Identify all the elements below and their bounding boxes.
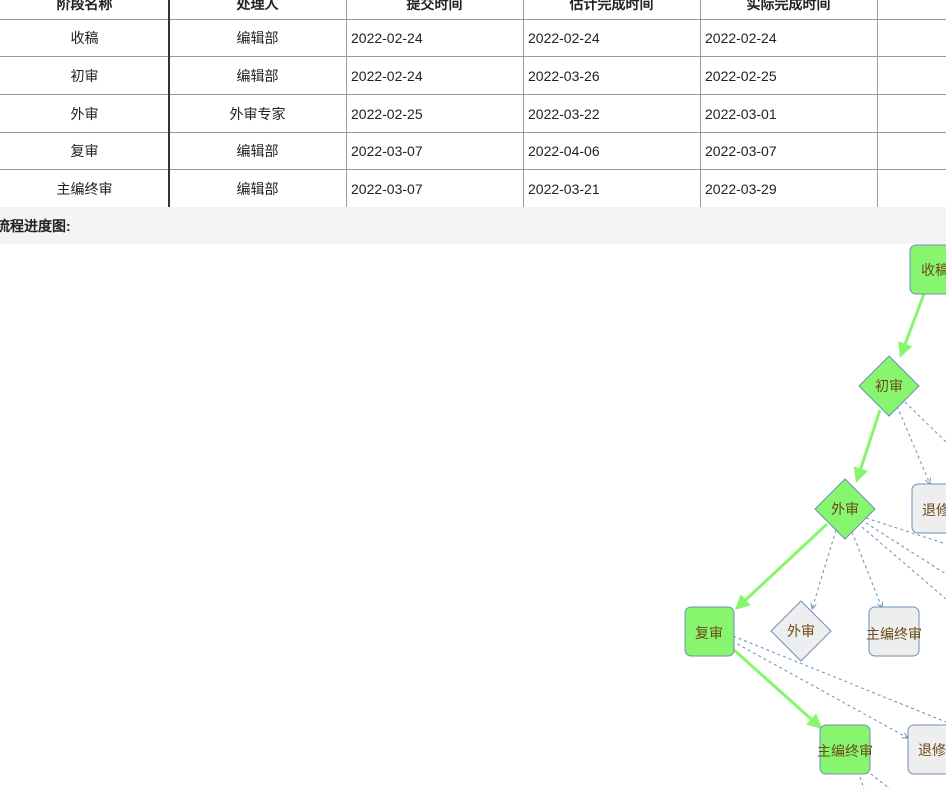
handler-cell: 编辑部 (236, 180, 279, 197)
handler-cell: 编辑部 (236, 67, 279, 84)
workflow-diagram: 收稿 初审 退修 外审 复审 外审 主编终审 主编终审 (0, 244, 946, 789)
edge-waishen-offscreen-1 (865, 517, 946, 545)
stage-name-cell: 初审 (70, 67, 99, 84)
extra-cell (877, 95, 946, 132)
node-label: 收稿 (921, 262, 946, 278)
column-header (877, 0, 946, 19)
edge-chushen-offscreen (904, 401, 946, 443)
submit-date-cell: 2022-03-07 (351, 180, 423, 197)
submit-date-cell: 2022-02-24 (351, 67, 423, 84)
actual-date-cell: 2022-03-29 (705, 180, 777, 197)
node-waishen-pending[interactable]: 外审 (770, 600, 832, 662)
edge-chushen-tuixiu (896, 405, 930, 484)
estimated-date-cell: 2022-02-24 (528, 29, 600, 46)
node-waishen[interactable]: 外审 (814, 478, 876, 540)
column-header: 估计完成时间 (569, 0, 654, 12)
handler-cell: 编辑部 (236, 142, 279, 159)
table-row: 主编终审 编辑部 2022-03-07 2022-03-21 2022-03-2… (0, 170, 946, 207)
section-header: 流程进度图: (0, 207, 946, 244)
table-row: 外审 外审专家 2022-02-25 2022-03-22 2022-03-01 (0, 95, 946, 133)
edge-waishen-waishen (812, 529, 837, 609)
extra-cell (877, 19, 946, 56)
column-divider (168, 0, 170, 207)
table-row: 复审 编辑部 2022-03-07 2022-04-06 2022-03-07 (0, 132, 946, 170)
extra-cell (877, 132, 946, 169)
edge-zhubian-offscreen (865, 769, 891, 789)
node-tuixiu-2[interactable]: 退修 (907, 724, 946, 775)
estimated-date-cell: 2022-03-22 (528, 105, 600, 122)
handler-cell: 编辑部 (236, 29, 279, 46)
section-title: 流程进度图: (0, 217, 71, 234)
node-fushen[interactable]: 复审 (684, 606, 735, 657)
actual-date-cell: 2022-02-25 (705, 67, 777, 84)
column-divider (877, 0, 878, 207)
extra-cell (877, 170, 946, 207)
column-header: 实际完成时间 (746, 0, 831, 12)
estimated-date-cell: 2022-04-06 (528, 142, 600, 159)
table-row: 收稿 编辑部 2022-02-24 2022-02-24 2022-02-24 (0, 19, 946, 57)
edge-shougao-chushen (898, 293, 926, 358)
node-label: 主编终审 (866, 626, 922, 642)
node-label: 初审 (875, 378, 903, 394)
submit-date-cell: 2022-02-25 (351, 105, 423, 122)
node-zhubian-pending[interactable]: 主编终审 (866, 606, 922, 657)
main-flow-edges (732, 293, 926, 730)
extra-cell (877, 57, 946, 94)
node-label: 复审 (695, 625, 723, 641)
estimated-date-cell: 2022-03-21 (528, 180, 600, 197)
actual-date-cell: 2022-03-01 (705, 105, 777, 122)
node-chushen[interactable]: 初审 (858, 355, 920, 417)
node-label: 主编终审 (817, 743, 873, 759)
stage-name-cell: 主编终审 (56, 180, 113, 197)
node-zhubian[interactable]: 主编终审 (817, 724, 873, 775)
edge-waishen-fushen (734, 522, 829, 611)
column-header: 阶段名称 (56, 0, 113, 12)
node-tuixiu-1[interactable]: 退修 (911, 483, 946, 534)
edge-chushen-waishen (853, 409, 882, 483)
estimated-date-cell: 2022-03-26 (528, 67, 600, 84)
edge-fushen-offscreen (732, 635, 946, 723)
node-label: 退修 (918, 742, 946, 758)
node-label: 外审 (831, 501, 859, 517)
table-row: 初审 编辑部 2022-02-24 2022-03-26 2022-02-25 (0, 57, 946, 95)
edge-fushen-zhubian (732, 648, 823, 730)
actual-date-cell: 2022-03-07 (705, 142, 777, 159)
workflow-svg: 收稿 初审 退修 外审 复审 外审 主编终审 主编终审 (684, 244, 946, 789)
edge-waishen-offscreen-2 (865, 522, 946, 575)
table-header-row: 阶段名称 处理人 提交时间 估计完成时间 实际完成时间 (0, 0, 946, 20)
column-divider (523, 0, 524, 207)
edge-waishen-offscreen-3 (861, 526, 946, 600)
actual-date-cell: 2022-02-24 (705, 29, 777, 46)
node-shougao[interactable]: 收稿 (909, 244, 946, 295)
edge-waishen-zhubian (851, 531, 882, 608)
submit-date-cell: 2022-02-24 (351, 29, 423, 46)
column-header: 提交时间 (406, 0, 463, 12)
node-label: 退修 (922, 502, 946, 518)
stage-name-cell: 复审 (70, 142, 99, 159)
handler-cell: 外审专家 (229, 105, 286, 122)
branch-edges (731, 401, 946, 789)
column-divider (346, 0, 347, 207)
column-header: 处理人 (236, 0, 279, 12)
submit-date-cell: 2022-03-07 (351, 142, 423, 159)
stage-name-cell: 收稿 (70, 29, 99, 46)
stage-name-cell: 外审 (70, 105, 99, 122)
node-label: 外审 (787, 623, 815, 639)
edge-zhubian-offscreen-2 (859, 776, 865, 789)
column-divider (700, 0, 701, 207)
